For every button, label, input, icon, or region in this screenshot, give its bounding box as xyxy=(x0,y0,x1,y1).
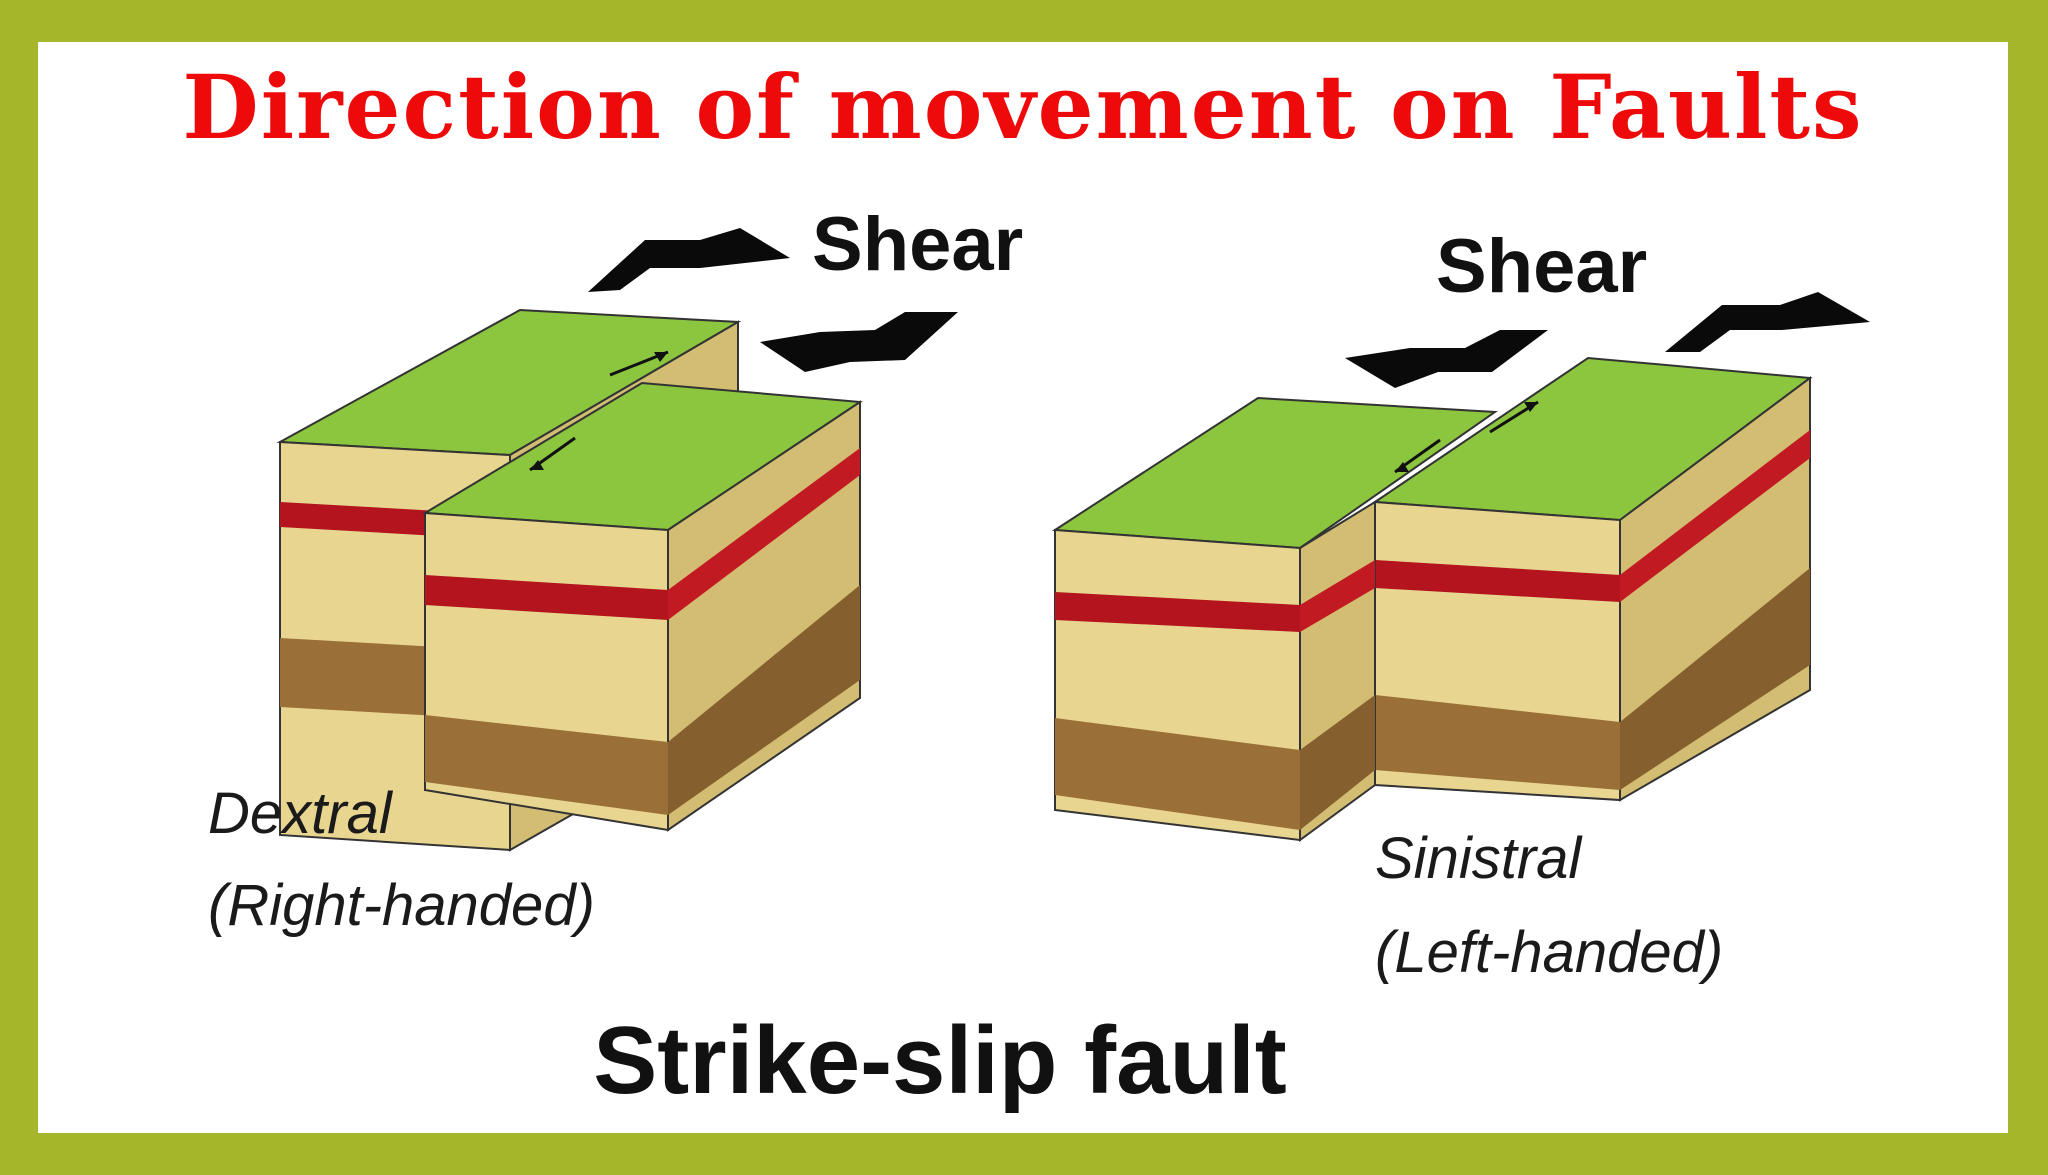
fault-motion-arrowhead-up xyxy=(654,352,668,362)
back-block-brown-band-side xyxy=(1620,568,1810,790)
dextral-front-block xyxy=(421,381,863,832)
sinistral-front-block xyxy=(1051,396,1498,842)
front-block-red-band-front xyxy=(1055,592,1300,632)
back-block-red-band-front xyxy=(1375,560,1620,602)
shear-arrow-down-left xyxy=(1345,330,1548,388)
front-block-red-band-side xyxy=(668,448,860,620)
sinistral-caption-line2: (Left-handed) xyxy=(1375,920,1723,985)
strike-slip-fault-label: Strike-slip fault xyxy=(593,1007,1286,1114)
shear-arrow-up-right xyxy=(1665,292,1870,352)
back-block-red-band-side xyxy=(1620,430,1810,602)
dextral-shear-label: Shear xyxy=(812,202,1023,287)
shear-arrow-down-left xyxy=(760,312,958,372)
dextral-shear-arrows xyxy=(588,228,958,372)
sinistral-fault-blocks xyxy=(1051,356,1813,842)
front-block-brown-band-side xyxy=(1300,695,1375,830)
sinistral-back-block xyxy=(1372,356,1813,802)
shear-arrow-up-right xyxy=(588,228,790,292)
front-block-red-band-front xyxy=(425,575,668,620)
front-block-red-band-side xyxy=(1300,560,1375,632)
front-block-brown-band-front xyxy=(1055,718,1300,830)
sinistral-shear-label: Shear xyxy=(1436,224,1647,309)
dextral-fault-blocks xyxy=(276,308,863,852)
dextral-caption-line1: Dextral xyxy=(208,781,394,846)
front-block-brown-band-side xyxy=(668,585,860,815)
front-block-brown-band-front xyxy=(425,715,668,815)
fault-motion-arrowhead-up xyxy=(1524,402,1538,412)
sinistral-caption-line1: Sinistral xyxy=(1375,826,1583,891)
dextral-caption-line2: (Right-handed) xyxy=(208,873,595,938)
page-title: Direction of movement on Faults xyxy=(182,55,1864,159)
back-block-brown-band-front xyxy=(1375,695,1620,790)
fault-motion-arrowhead-down xyxy=(530,460,544,470)
fault-motion-arrowhead-down xyxy=(1395,462,1409,472)
sinistral-shear-arrows xyxy=(1345,292,1870,388)
